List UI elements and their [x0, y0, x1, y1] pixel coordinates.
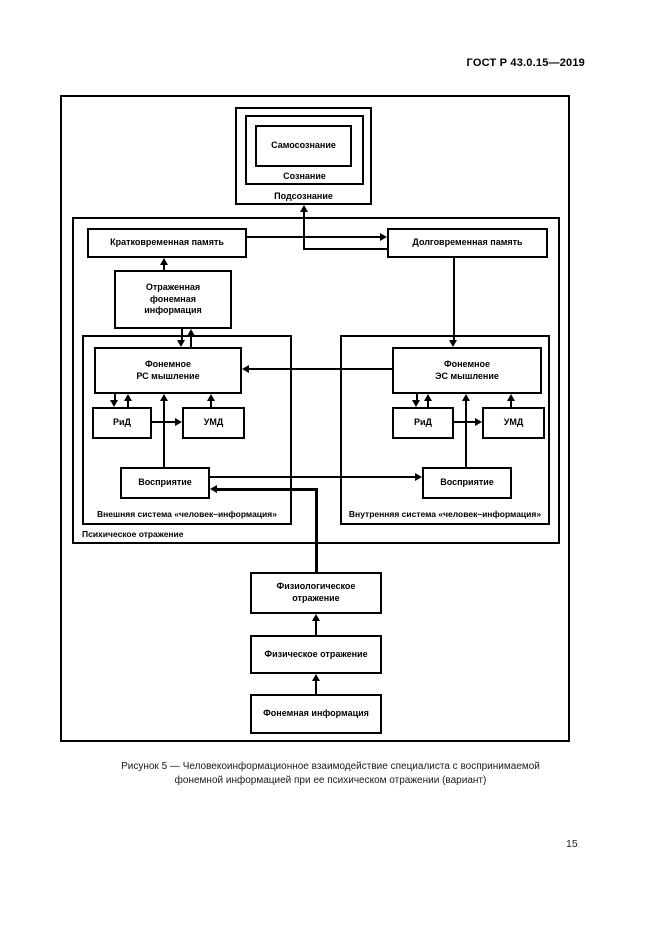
arrow-up-into-physiological	[312, 614, 320, 621]
line-physical-to-physiological	[315, 621, 317, 635]
internal-system-container: Внутренняя система «человек–информация»	[340, 335, 550, 525]
arrow-right-into-umd-left	[175, 418, 182, 426]
arrow-up-into-shortterm	[160, 258, 168, 265]
line-rid-to-es-right	[427, 401, 429, 407]
page-header: ГОСТ Р 43.0.15—2019	[466, 57, 585, 69]
arrow-up-into-reflected	[187, 329, 195, 336]
consciousness-label: Сознание	[283, 171, 326, 181]
line-reflected-to-shortterm	[163, 265, 165, 270]
arrow-up-into-rs-from-umd	[207, 394, 215, 401]
line-umd-to-es-right	[510, 401, 512, 407]
perception-right-box: Восприятие	[422, 467, 512, 499]
long-term-memory-box: Долговременная память	[387, 228, 548, 258]
phonemic-information-box: Фонемная информация	[250, 694, 382, 734]
arrow-down-into-es	[449, 340, 457, 347]
line-rid-to-umd-left	[152, 421, 175, 423]
internal-system-label: Внутренняя система «человек–информация»	[348, 509, 542, 519]
physical-reflection-box: Физическое отражение	[250, 635, 382, 674]
line-umd-to-rs-left	[210, 401, 212, 407]
es-thinking-box: Фонемное ЭС мышление	[392, 347, 542, 394]
arrow-up-into-es-from-umd	[507, 394, 515, 401]
arrow-left-into-perception-left	[210, 485, 217, 493]
external-system-container: Внешняя система «человек–информация»	[82, 335, 292, 525]
line-longterm-to-es	[453, 258, 455, 340]
rs-thinking-box: Фонемное РС мышление	[94, 347, 242, 394]
arrow-up-into-physical	[312, 674, 320, 681]
line-physiological-to-perception-v	[315, 488, 318, 572]
figure-caption-line1: Рисунок 5 — Человекоинформационное взаим…	[121, 761, 540, 772]
arrow-up-into-rs-from-perception	[160, 394, 168, 401]
line-perception-to-rs	[163, 401, 165, 467]
line-shortterm-to-longterm	[247, 236, 380, 238]
umd-right-box: УМД	[482, 407, 545, 439]
line-rs-to-rid-left	[114, 394, 116, 400]
line-subconscious-to-longterm	[303, 248, 387, 250]
physiological-reflection-box: Физиологическое отражение	[250, 572, 382, 614]
arrow-right-into-perception-right	[415, 473, 422, 481]
arrow-down-into-rs-from-reflected	[177, 340, 185, 347]
self-awareness-box: Самосознание	[255, 125, 352, 167]
line-subconscious-vertical	[303, 212, 305, 249]
line-perception-to-perception	[210, 476, 415, 478]
arrow-up-into-rs-from-rid	[124, 394, 132, 401]
perception-left-box: Восприятие	[120, 467, 210, 499]
arrow-down-into-rid-left	[110, 400, 118, 407]
psychic-reflection-label: Психическое отражение	[82, 529, 184, 539]
external-system-label: Внешняя система «человек–информация»	[97, 509, 277, 519]
reflected-info-box: Отраженная фонемная информация	[114, 270, 232, 329]
figure-caption: Рисунок 5 — Человекоинформационное взаим…	[0, 760, 661, 788]
line-es-to-rs	[249, 368, 392, 370]
arrow-right-into-longterm	[380, 233, 387, 241]
rid-right-box: РиД	[392, 407, 454, 439]
diagram-frame: Психическое отражение Внешняя система «ч…	[60, 95, 570, 742]
figure-caption-line2: фонемной информацией при ее психическом …	[174, 775, 487, 786]
arrow-down-into-rid-right	[412, 400, 420, 407]
line-rid-to-umd-right	[454, 421, 475, 423]
line-perception-to-es	[465, 401, 467, 467]
arrow-up-into-es-from-rid	[424, 394, 432, 401]
umd-left-box: УМД	[182, 407, 245, 439]
arrow-left-into-rs	[242, 365, 249, 373]
short-term-memory-box: Кратковременная память	[87, 228, 247, 258]
line-reflected-to-rs	[181, 329, 183, 340]
line-es-to-rid-right	[416, 394, 418, 400]
line-physiological-to-perception-h	[217, 488, 318, 491]
arrow-up-into-es-from-perception	[462, 394, 470, 401]
page-number: 15	[566, 838, 578, 850]
line-phonemic-to-physical	[315, 681, 317, 694]
rid-left-box: РиД	[92, 407, 152, 439]
line-rs-to-reflected	[190, 336, 192, 347]
arrow-up-into-subconscious	[300, 205, 308, 212]
line-rid-to-rs-left	[127, 401, 129, 407]
arrow-right-into-umd-right	[475, 418, 482, 426]
subconscious-label: Подсознание	[274, 191, 333, 201]
